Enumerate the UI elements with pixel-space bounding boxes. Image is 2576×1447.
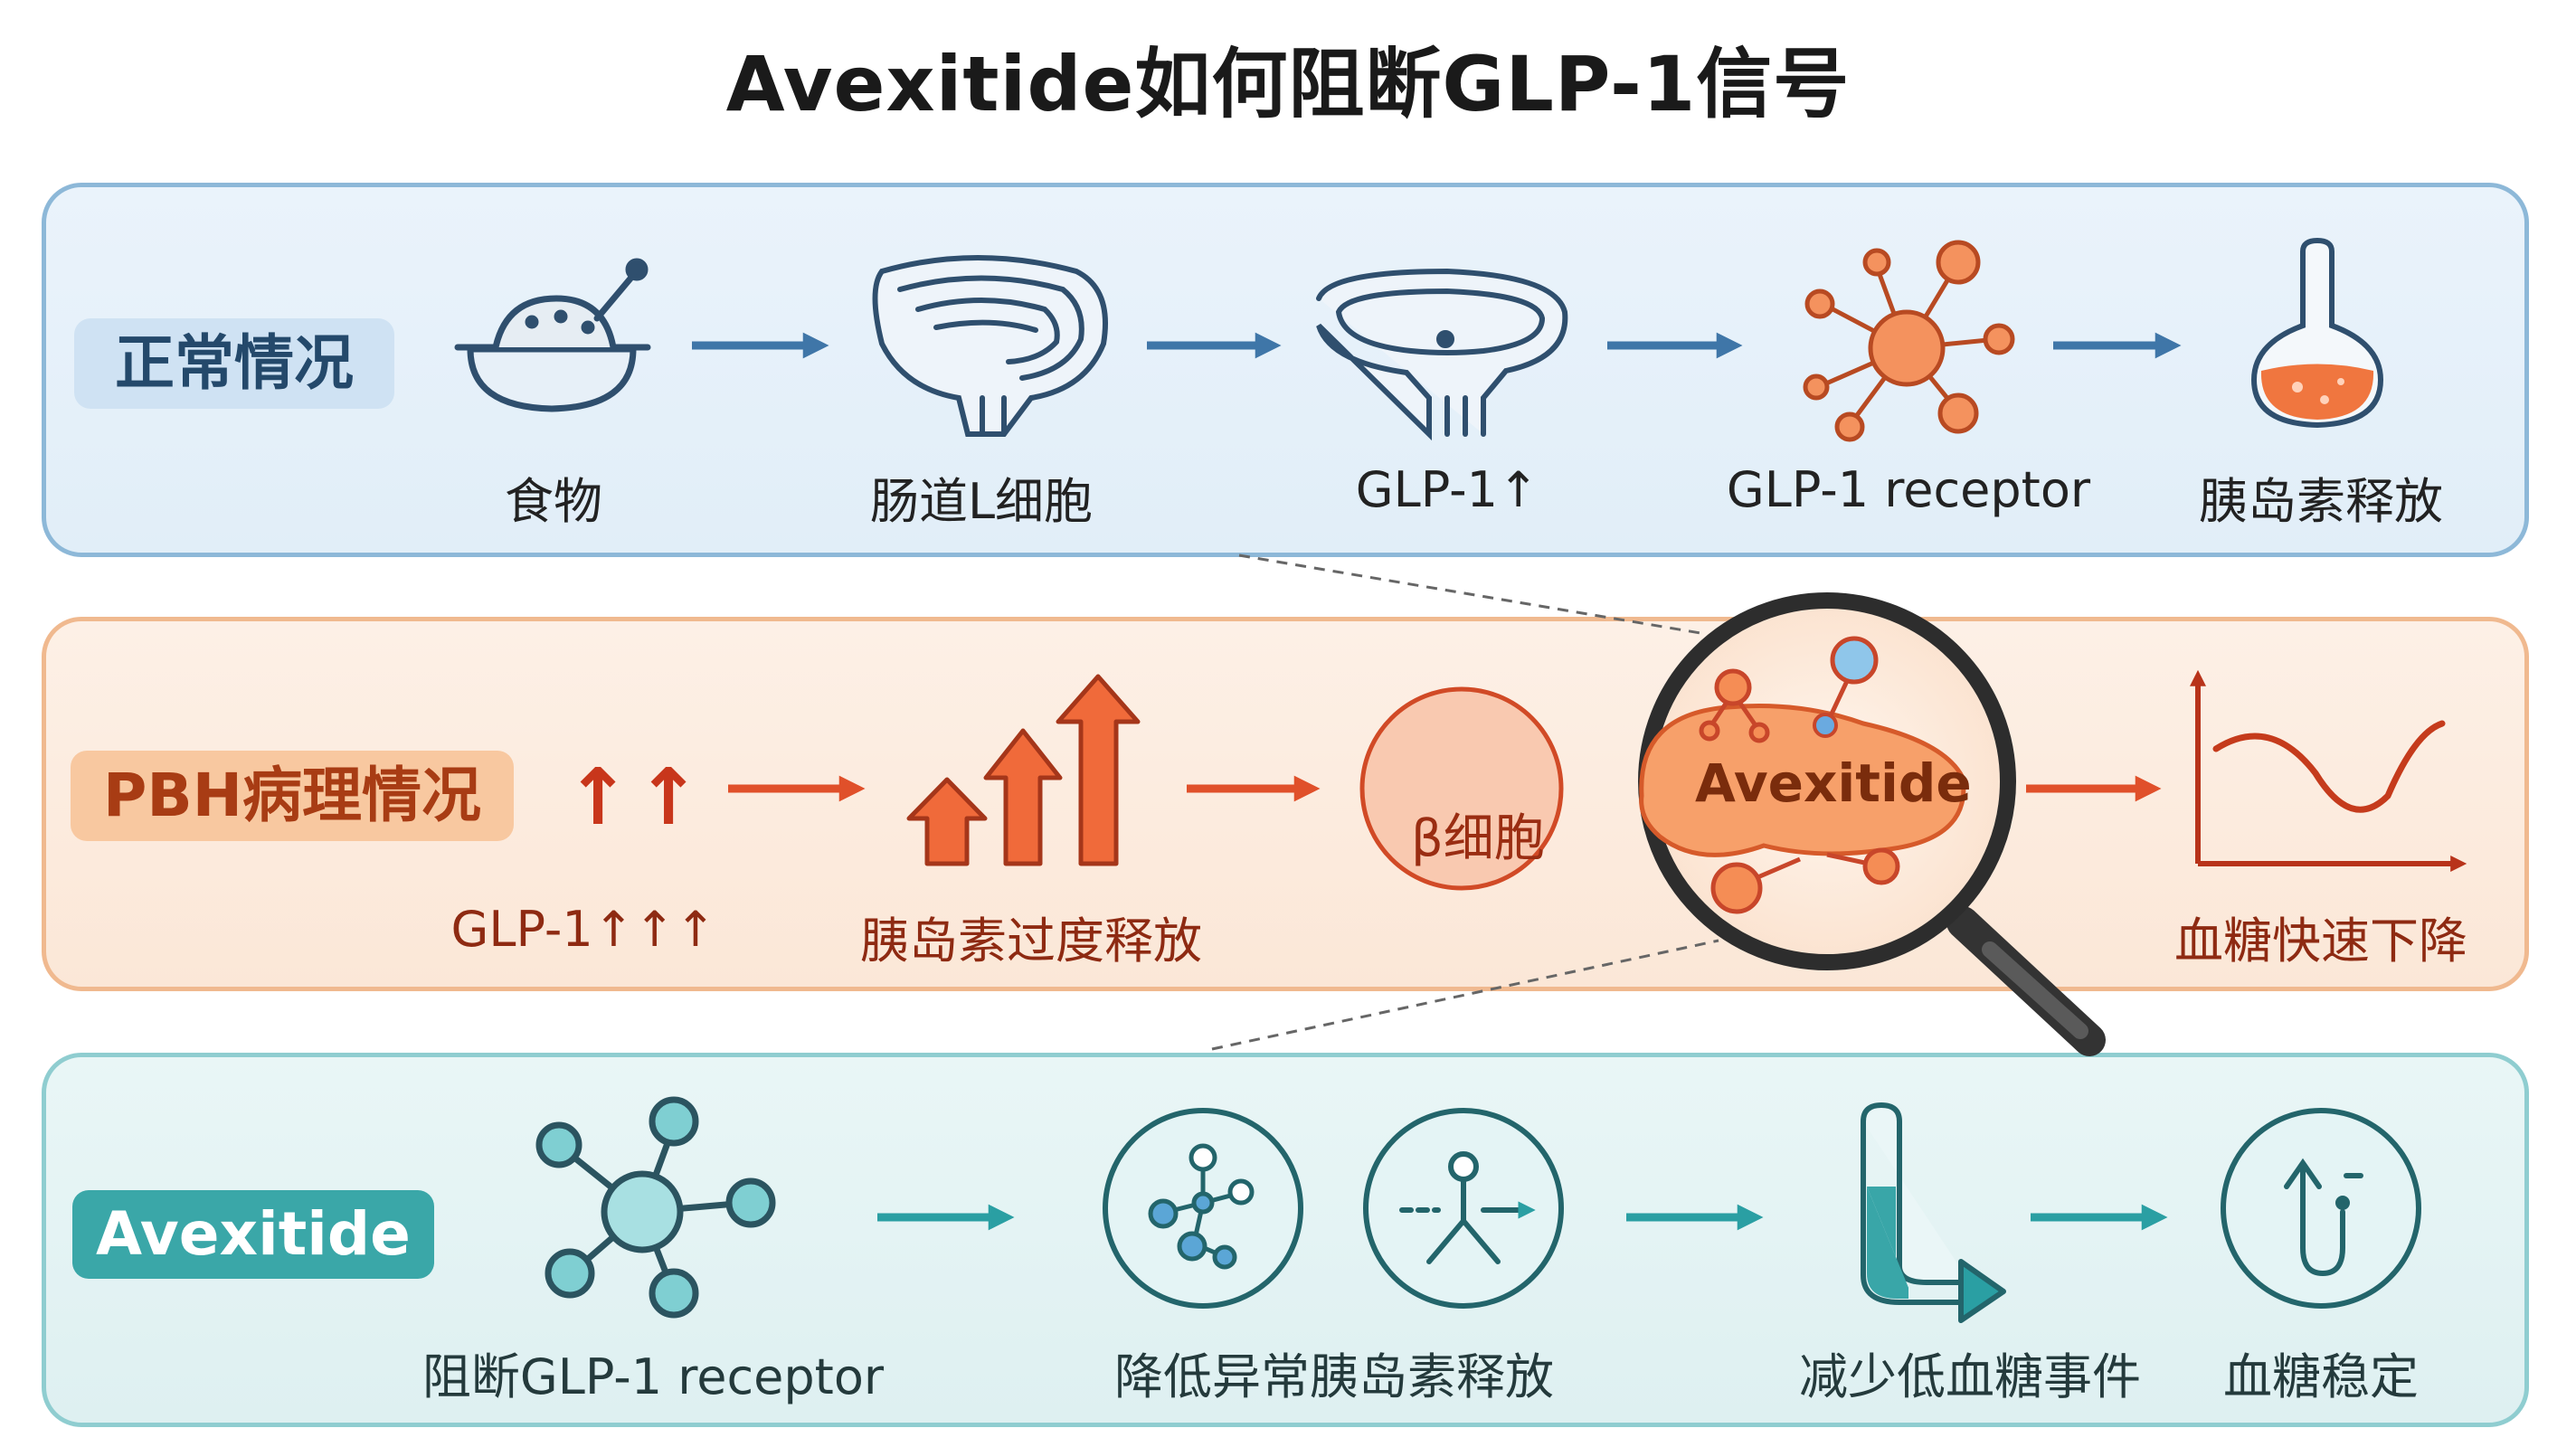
molecule-circle-icon xyxy=(1103,1108,1303,1309)
receptor-molecule-icon xyxy=(1803,240,2015,442)
magnifier-icon xyxy=(1638,592,2106,1056)
label-fewer-hypoglycemia: 减少低血糖事件 xyxy=(1799,1348,2141,1405)
label-glp1-up: GLP-1↑ xyxy=(1355,461,1539,518)
zoom-guide-lines xyxy=(1211,553,1719,1051)
stomach-icon xyxy=(1316,268,1568,441)
flask-icon xyxy=(2250,237,2384,429)
label-block-receptor: 阻断GLP-1 receptor xyxy=(421,1348,885,1405)
label-insulin-release: 胰岛素释放 xyxy=(2199,473,2443,530)
label-intestine-l-cell: 肠道L细胞 xyxy=(869,473,1094,530)
double-up-arrow-icon: ↑↑ xyxy=(565,752,707,843)
diagram-title: Avexitide如何阻断GLP-1信号 xyxy=(725,40,1851,128)
glucose-curve-icon xyxy=(2190,669,2467,872)
stable-circle-icon xyxy=(2221,1108,2421,1309)
food-bowl-icon xyxy=(454,258,651,412)
intestine-icon xyxy=(872,255,1108,437)
label-glp1-triple-up: GLP-1↑↑↑ xyxy=(450,901,716,958)
pathological-badge: PBH病理情况 xyxy=(71,751,514,841)
beta-cell-icon xyxy=(1359,686,1564,891)
label-glucose-drop: 血糖快速下降 xyxy=(2174,913,2467,969)
split-arrow-circle-icon xyxy=(1363,1108,1564,1309)
magnified-drug-label: Avexitide xyxy=(1695,752,1972,814)
normal-panel xyxy=(42,183,2529,557)
label-excess-insulin: 胰岛素过度释放 xyxy=(860,913,1202,969)
label-glucose-stable: 血糖稳定 xyxy=(2223,1348,2419,1405)
test-tube-icon xyxy=(1861,1102,2006,1323)
rising-arrows-icon xyxy=(906,674,1141,866)
label-glp1-receptor: GLP-1 receptor xyxy=(1726,461,2091,518)
normal-badge: 正常情况 xyxy=(74,318,394,409)
avexitide-badge: Avexitide xyxy=(72,1190,434,1279)
beta-cell-label: β细胞 xyxy=(1411,809,1545,868)
label-reduce-insulin: 降低异常胰岛素释放 xyxy=(1114,1348,1554,1405)
label-food: 食物 xyxy=(505,473,602,530)
blocked-receptor-icon xyxy=(535,1096,776,1319)
